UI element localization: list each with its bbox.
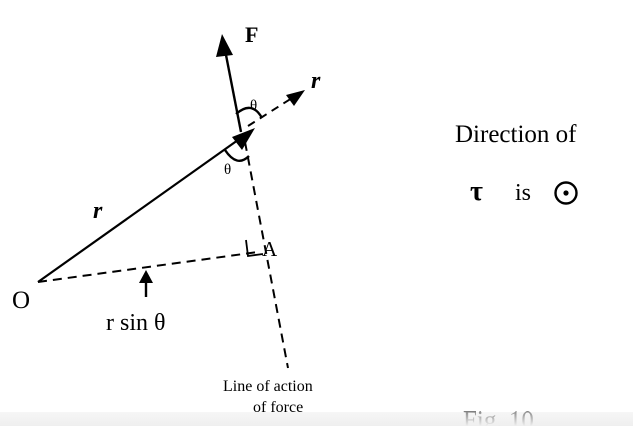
theta-bottom-label: θ (224, 162, 231, 178)
r-vector-line (37, 139, 239, 283)
out-of-page-symbol-icon (554, 181, 578, 205)
r-vector-label: r (93, 198, 103, 224)
r-extension-arrowhead (286, 90, 305, 106)
theta-arc-top (235, 106, 264, 119)
origin-label: O (12, 287, 30, 314)
r-extension-dashed-line (247, 97, 293, 127)
r-sin-theta-label: r sin θ (106, 310, 166, 336)
line-of-action-label-line1: Line of action (223, 378, 313, 395)
force-label: F (245, 22, 258, 47)
is-text: is (515, 180, 531, 206)
theta-top-label: θ (250, 98, 257, 114)
force-vector-line (224, 54, 243, 133)
theta-arc-bottom (224, 149, 250, 162)
line-of-action-dashed (244, 141, 289, 369)
r-vector-arrowhead (232, 128, 255, 150)
perpendicular-dashed-line (37, 251, 259, 283)
bottom-edge-shade (0, 412, 633, 426)
force-vector-arrowhead (216, 34, 233, 57)
r-sin-theta-pointer-arrowhead (139, 270, 153, 283)
point-a-label: A (262, 237, 278, 261)
r-extension-label: r (311, 68, 321, 94)
direction-of-text: Direction of (455, 121, 577, 148)
tau-symbol: τ (470, 176, 483, 207)
line-of-action-label-line2: of force (253, 399, 303, 416)
right-angle-mark (245, 239, 264, 258)
